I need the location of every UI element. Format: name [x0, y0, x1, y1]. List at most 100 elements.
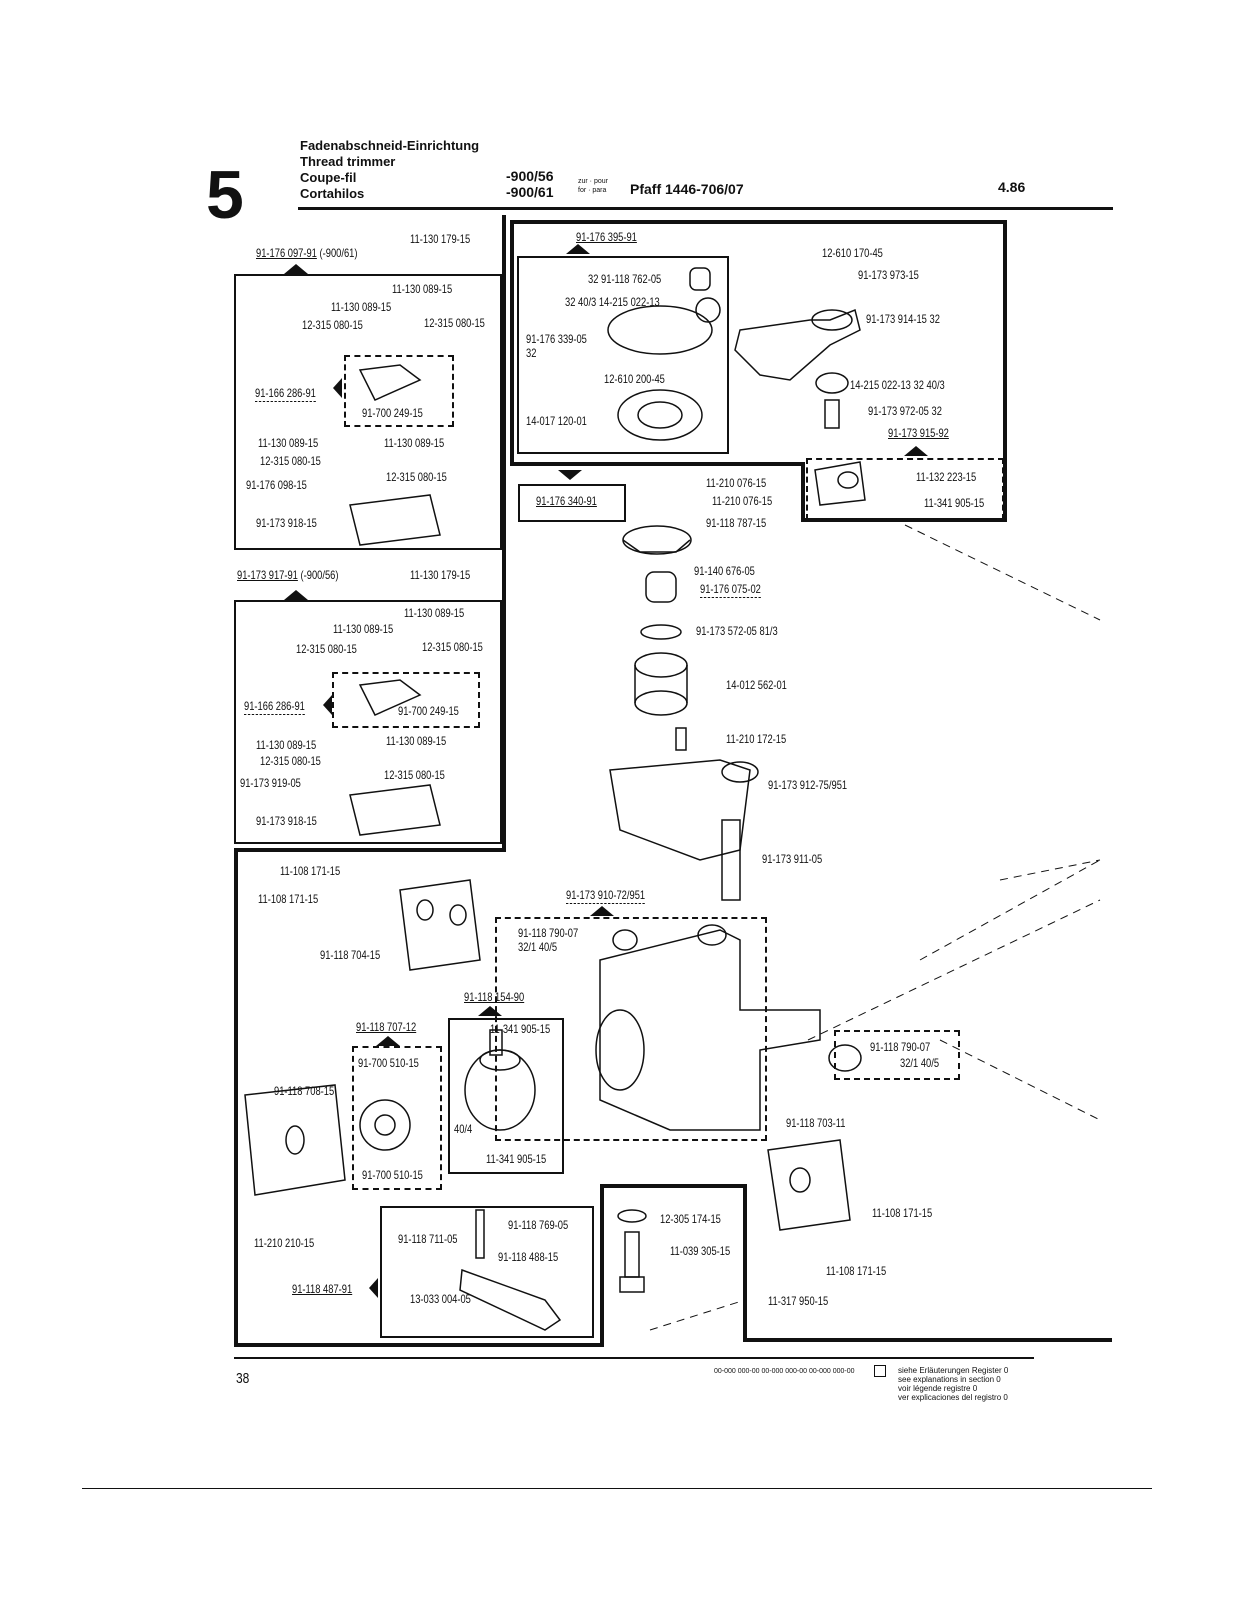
label-f10: 91-118 708-15 — [274, 1084, 335, 1098]
label-b1: 91-173 917-91 (-900/56) — [237, 568, 339, 582]
label-d2: 91-173 973-15 — [858, 268, 919, 282]
label-e3: 91-118 787-15 — [706, 516, 767, 530]
for-para: for · para — [578, 187, 607, 194]
label-d1: 12-610 170-45 — [822, 246, 883, 260]
marker-a7 — [333, 378, 342, 398]
label-b8: 91-700 249-15 — [398, 704, 459, 718]
label-b14: 91-173 918-15 — [256, 814, 317, 828]
label-d8: 11-341 905-15 — [924, 496, 985, 510]
label-a14: 91-173 918-15 — [256, 516, 317, 530]
label-b5: 12-315 080-15 — [296, 642, 357, 656]
zur-pour: zur · pour — [578, 178, 608, 185]
label-e9: 91-173 912-75/951 — [768, 778, 848, 792]
label-c5: 12-610 200-45 — [604, 372, 665, 386]
title-fr: Coupe-fil — [300, 170, 357, 185]
label-f1: 11-108 171-15 — [280, 864, 341, 878]
label-f8: 11-341 905-15 — [490, 1022, 551, 1036]
dbox-f13 — [834, 1030, 960, 1080]
legend-square — [874, 1365, 886, 1377]
label-d4: 14-215 022-13 32 40/3 — [850, 378, 945, 392]
label-f13-codes: 32/1 40/5 — [900, 1056, 940, 1070]
label-e2: 11-210 076-15 — [712, 494, 773, 508]
footnote: siehe Erläuterungen Register 0 see expla… — [898, 1366, 1009, 1402]
label-b10: 11-130 089-15 — [386, 734, 447, 748]
label-f5-codes: 32/1 40/5 — [518, 940, 558, 954]
label-e8: 11-210 172-15 — [726, 732, 787, 746]
box-f6 — [448, 1018, 564, 1174]
box-g — [380, 1206, 594, 1338]
label-b11: 12-315 080-15 — [260, 754, 321, 768]
label-f3: 91-118 704-15 — [320, 948, 381, 962]
section-number: 5 — [206, 157, 244, 233]
variant-2: -900/61 — [506, 184, 554, 200]
label-e1: 11-210 076-15 — [706, 476, 767, 490]
label-f2: 11-108 171-15 — [258, 892, 319, 906]
label-b6: 12-315 080-15 — [422, 640, 483, 654]
label-a12: 12-315 080-15 — [386, 470, 447, 484]
label-a5: 12-315 080-15 — [302, 318, 363, 332]
marker-b — [284, 590, 308, 600]
label-c4-code: 32 — [526, 346, 537, 360]
label-a11: 12-315 080-15 — [260, 454, 321, 468]
label-f7: 91-118 707-12 — [356, 1020, 417, 1034]
label-a1: 91-176 097-91 (-900/61) — [256, 246, 358, 260]
page-number: 38 — [236, 1370, 250, 1387]
label-a7: 91-166 286-91 — [255, 386, 316, 402]
label-f12: 91-700 510-15 — [362, 1168, 423, 1182]
footer-box-codes: 00-000 000-00 00-000 000-00 00-000 000-0… — [714, 1368, 855, 1375]
label-c4: 91-176 339-05 — [526, 332, 587, 346]
label-e6: 91-173 572-05 81/3 — [696, 624, 778, 638]
label-a2: 11-130 179-15 — [410, 232, 471, 246]
label-a9: 11-130 089-15 — [258, 436, 319, 450]
label-d5: 91-173 972-05 32 — [868, 404, 942, 418]
label-c1: 91-176 395-91 — [576, 230, 637, 244]
marker-f7 — [376, 1036, 400, 1046]
label-g4: 91-118 487-91 — [292, 1282, 353, 1296]
model-name: Pfaff 1446-706/07 — [630, 181, 744, 197]
label-d6: 91-173 915-92 — [888, 426, 949, 440]
variant-1: -900/56 — [506, 168, 554, 184]
label-a6: 12-315 080-15 — [424, 316, 485, 330]
dbox-a — [344, 355, 454, 427]
label-b2: 11-130 179-15 — [410, 568, 471, 582]
title-de: Fadenabschneid-Einrichtung — [300, 138, 480, 153]
dbox-f4 — [495, 917, 767, 1141]
dbox-f7 — [352, 1046, 442, 1190]
label-c7: 91-176 340-91 — [536, 494, 597, 508]
label-a13: 91-176 098-15 — [246, 478, 307, 492]
label-g5: 13-033 004-05 — [410, 1292, 471, 1306]
dbox-d — [806, 458, 1004, 520]
label-d7: 11-132 223-15 — [916, 470, 977, 484]
box-a — [234, 274, 502, 550]
label-f11: 11-341 905-15 — [486, 1152, 547, 1166]
label-e10: 91-173 911-05 — [762, 852, 823, 866]
label-f13: 91-118 790-07 — [870, 1040, 931, 1054]
marker-f6 — [478, 1006, 502, 1016]
marker-c — [566, 244, 590, 254]
label-g3: 91-118 488-15 — [498, 1250, 559, 1264]
label-e5: 91-176 075-02 — [700, 582, 761, 598]
box-b — [234, 600, 502, 844]
marker-d6 — [904, 446, 928, 456]
label-a10: 11-130 089-15 — [384, 436, 445, 450]
label-c6: 14-017 120-01 — [526, 414, 587, 428]
label-f11-code: 40/4 — [454, 1122, 473, 1136]
marker-g4 — [369, 1278, 378, 1298]
label-a3: 11-130 089-15 — [392, 282, 453, 296]
label-c3: 32 40/3 14-215 022-13 — [565, 295, 660, 309]
label-g2: 91-118 711-05 — [398, 1232, 458, 1246]
marker-b7 — [323, 695, 332, 715]
label-b3: 11-130 089-15 — [404, 606, 465, 620]
title-es: Cortahilos — [300, 186, 365, 201]
label-i1: 11-108 171-15 — [872, 1206, 933, 1220]
label-b9: 11-130 089-15 — [256, 738, 317, 752]
label-i2: 11-108 171-15 — [826, 1264, 887, 1278]
label-h1: 12-305 174-15 — [660, 1212, 721, 1226]
label-f14: 91-118 703-11 — [786, 1116, 846, 1130]
marker-a — [284, 264, 308, 274]
footer-rule — [234, 1357, 1034, 1359]
dbox-b — [332, 672, 480, 728]
marker-f4 — [590, 906, 614, 916]
title-en: Thread trimmer — [300, 154, 396, 169]
